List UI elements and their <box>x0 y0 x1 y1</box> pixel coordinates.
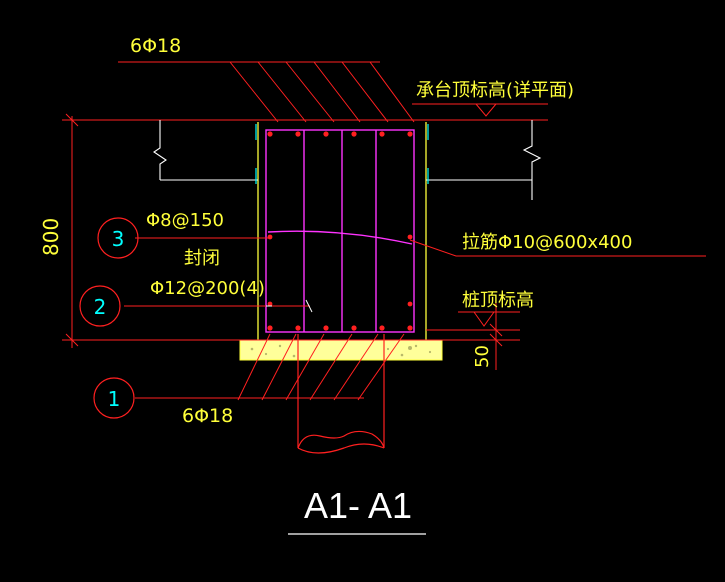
callout-1-label: 1 <box>108 387 121 411</box>
bottom-bars-label: 6Φ18 <box>182 405 233 427</box>
top-bar-hatching <box>229 61 415 123</box>
cover-dim-label: 50 <box>472 345 493 368</box>
stirrup-label: Φ8@150 <box>146 210 224 231</box>
bottom-bar-hatching <box>237 333 405 401</box>
cap-outline <box>257 122 427 340</box>
slab-break-left <box>153 120 258 181</box>
height-dim-label: 800 <box>39 218 63 256</box>
leader-ticks <box>266 299 313 313</box>
closed-stirrup-label: 封闭 <box>184 248 220 269</box>
callout-2: 2 <box>79 285 121 327</box>
slab-break-right <box>426 120 542 200</box>
rebar-dots <box>267 131 413 331</box>
pile <box>297 334 385 454</box>
pile-top-elev-marker <box>458 311 520 327</box>
pile-top-elev-label: 桩顶标高 <box>462 290 534 311</box>
elevation-lines <box>62 119 548 341</box>
height-dimension <box>65 113 79 348</box>
section-title: A1- A1 <box>304 485 412 526</box>
tie-bars-label: 拉筋Φ10@600x400 <box>462 232 632 253</box>
callout-3: 3 <box>97 217 139 259</box>
leaders <box>118 61 706 399</box>
callout-2-label: 2 <box>94 295 107 319</box>
cap-top-elev-marker <box>412 103 548 117</box>
base-pad <box>239 339 443 361</box>
callout-3-label: 3 <box>112 227 125 251</box>
callout-1: 1 <box>93 377 135 419</box>
top-bars-label: 6Φ18 <box>130 35 181 57</box>
cap-top-elev-label: 承台顶标高(详平面) <box>416 80 574 101</box>
side-bars-label: Φ12@200(4) <box>150 278 265 299</box>
axis-marks <box>255 124 429 184</box>
stirrup-cage <box>265 129 415 333</box>
